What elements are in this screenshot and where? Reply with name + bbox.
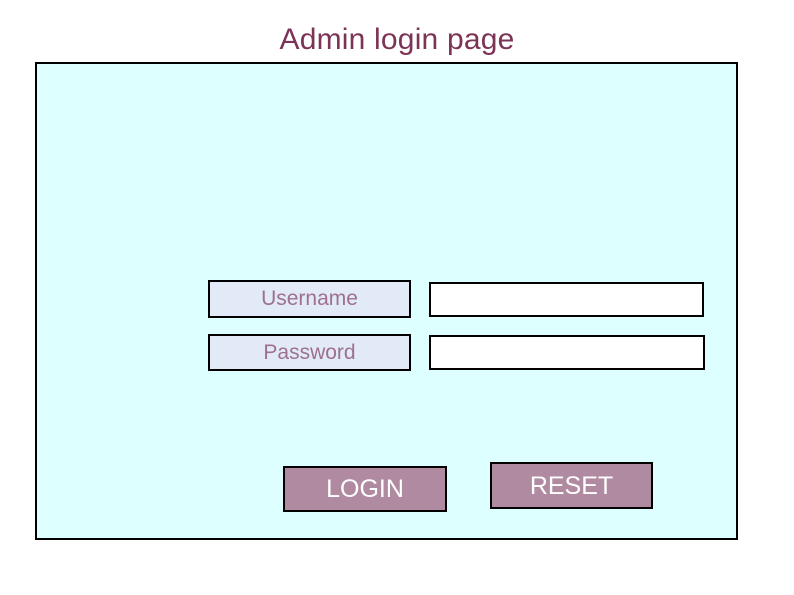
password-label-text: Password <box>263 340 356 364</box>
password-input[interactable] <box>429 335 705 370</box>
username-input[interactable] <box>429 282 704 317</box>
page-title: Admin login page <box>279 23 515 56</box>
login-panel: Username Password LOGIN RESET <box>35 62 738 540</box>
reset-button[interactable]: RESET <box>490 462 653 509</box>
username-label-text: Username <box>261 287 358 310</box>
password-label-box: Password <box>208 334 411 371</box>
username-label-box: Username <box>208 280 411 318</box>
login-button[interactable]: LOGIN <box>283 466 447 512</box>
